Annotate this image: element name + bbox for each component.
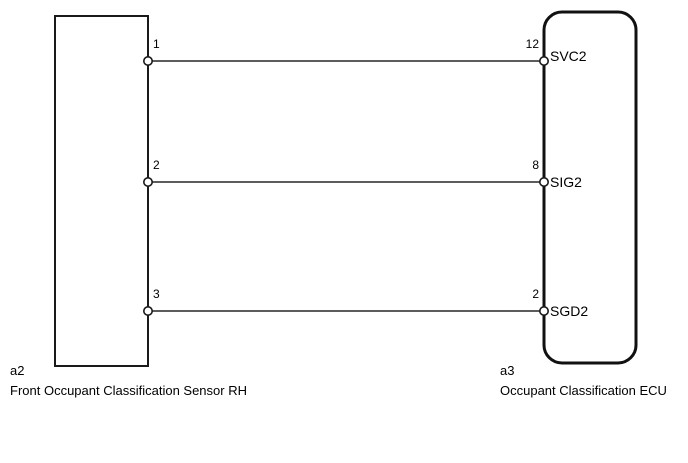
right-pin-name-sig2: SIG2: [550, 174, 582, 190]
right-pin-number-2: 2: [532, 287, 539, 301]
terminal-left-pin-2: [143, 177, 154, 188]
right-connector-box: [542, 10, 638, 365]
left-pin-number-3: 3: [153, 287, 160, 301]
right-pin-name-svc2: SVC2: [550, 48, 587, 64]
left-component-description: Front Occupant Classification Sensor RH: [10, 383, 247, 398]
terminal-right-pin-8: [538, 177, 549, 188]
terminal-left-pin-3: [143, 305, 154, 316]
right-pin-name-sgd2: SGD2: [550, 303, 588, 319]
right-pin-number-12: 12: [526, 37, 540, 51]
right-pin-number-8: 8: [532, 158, 539, 172]
left-component-code: a2: [10, 363, 24, 378]
left-pin-number-1: 1: [153, 37, 160, 51]
left-connector-box: [54, 15, 149, 367]
left-pin-number-2: 2: [153, 158, 160, 172]
right-component-code: a3: [500, 363, 514, 378]
right-component-description: Occupant Classification ECU: [500, 383, 667, 398]
terminal-left-pin-1: [143, 55, 154, 66]
terminal-right-pin-2: [538, 305, 549, 316]
terminal-right-pin-12: [538, 55, 549, 66]
